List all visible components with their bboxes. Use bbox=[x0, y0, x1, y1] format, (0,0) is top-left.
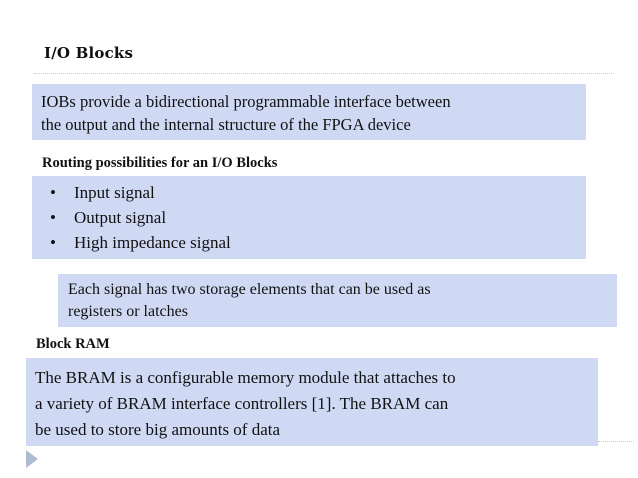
list-item: • Output signal bbox=[44, 205, 578, 230]
list-item-label: Input signal bbox=[74, 183, 155, 202]
list-item-label: High impedance signal bbox=[74, 233, 231, 252]
list-item: • Input signal bbox=[44, 180, 578, 205]
block-ram-heading: Block RAM bbox=[36, 336, 110, 352]
bottom-dotted-rule bbox=[598, 441, 634, 442]
storage-paragraph-line-2: registers or latches bbox=[68, 303, 188, 320]
page-title: I/O Blocks bbox=[44, 44, 134, 62]
play-triangle-icon[interactable] bbox=[26, 450, 38, 468]
storage-elements-box: Each signal has two storage elements tha… bbox=[58, 274, 617, 327]
bullet-icon: • bbox=[50, 233, 56, 252]
bullet-icon: • bbox=[50, 183, 56, 202]
iob-paragraph-line-2: the output and the internal structure of… bbox=[41, 115, 411, 134]
routing-possibilities-heading: Routing possibilities for an I/O Blocks bbox=[42, 155, 278, 171]
bram-paragraph-line-2: a variety of BRAM interface controllers … bbox=[35, 394, 449, 413]
bram-paragraph-line-3: be used to store big amounts of data bbox=[35, 420, 281, 439]
bram-description-box: The BRAM is a configurable memory module… bbox=[26, 358, 598, 446]
bullet-icon: • bbox=[50, 208, 56, 227]
routing-bullet-list: • Input signal • Output signal • High im… bbox=[44, 180, 578, 255]
list-item: • High impedance signal bbox=[44, 230, 578, 255]
bram-paragraph-line-1: The BRAM is a configurable memory module… bbox=[35, 368, 456, 387]
routing-bullets-box: • Input signal • Output signal • High im… bbox=[32, 176, 586, 259]
storage-paragraph-line-1: Each signal has two storage elements tha… bbox=[68, 281, 431, 298]
iob-description-box: IOBs provide a bidirectional programmabl… bbox=[32, 84, 586, 140]
iob-paragraph: IOBs provide a bidirectional programmabl… bbox=[41, 90, 578, 136]
list-item-label: Output signal bbox=[74, 208, 167, 227]
storage-elements-paragraph: Each signal has two storage elements tha… bbox=[68, 279, 608, 323]
title-divider bbox=[34, 73, 614, 74]
bram-paragraph: The BRAM is a configurable memory module… bbox=[35, 365, 590, 443]
iob-paragraph-line-1: IOBs provide a bidirectional programmabl… bbox=[41, 92, 451, 111]
